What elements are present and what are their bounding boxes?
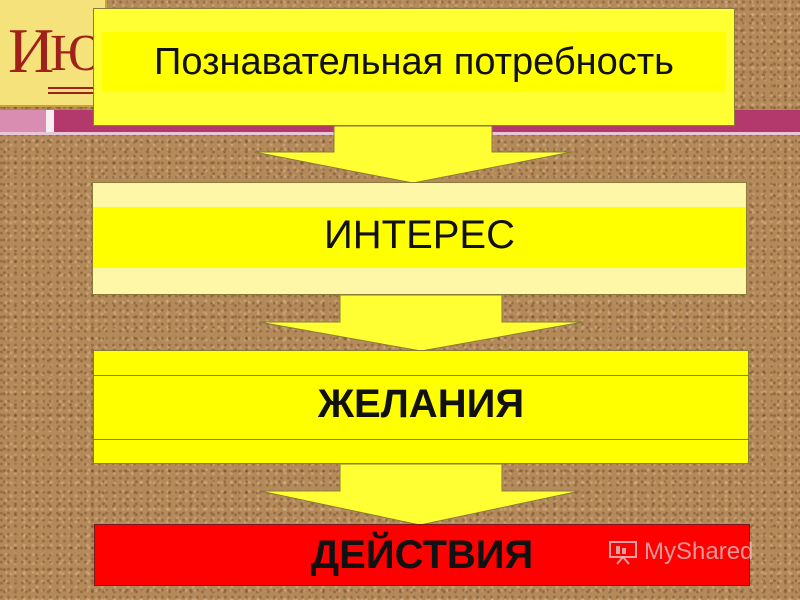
decor-stripe-line [0,132,800,135]
step-label: Познавательная потребность [154,40,674,83]
step-label: ДЕЙСТВИЯ [310,532,534,577]
watermark: MyShared [608,538,753,566]
step-band [93,207,746,268]
arrow-2-to-3 [258,294,584,352]
logo: И Ю [0,0,107,107]
step-label: ИНТЕРЕС [324,213,515,257]
step-cognitive-need: Познавательная потребность [93,8,735,126]
step-band [102,32,726,92]
arrow-3-to-4 [259,463,581,526]
step-desires: ЖЕЛАНИЯ [93,350,749,464]
logo-mark: И Ю [8,15,103,94]
decor-stripe-white [46,110,54,132]
step-band [94,375,748,440]
step-interest: ИНТЕРЕС [92,182,747,295]
decor-stripe-pink [0,110,46,132]
step-label: ЖЕЛАНИЯ [317,381,525,426]
logo-letter-i: И [8,15,54,86]
step-actions: ДЕЙСТВИЯ [94,524,750,586]
presentation-icon [609,541,637,565]
watermark-text: MyShared [644,538,754,565]
